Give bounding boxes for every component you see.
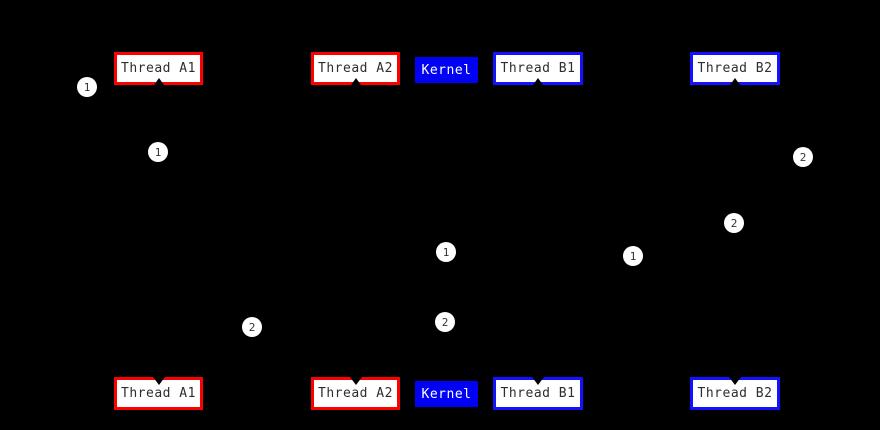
entity-label: Thread A2 [318,61,393,76]
entity-box-bottom-thread-b1: Thread B1 [493,377,583,410]
entity-label: Kernel [421,62,472,78]
entity-label: Thread A1 [121,386,196,401]
lifeline-notch-icon [729,377,741,385]
lifeline-notch-icon [350,78,361,85]
entity-label: Thread B1 [500,61,576,76]
lifeline-notch-icon [152,377,165,385]
entity-label: Thread A1 [121,61,196,76]
step-marker-circle: 2 [793,147,813,167]
entity-box-bottom-thread-b2: Thread B2 [690,377,780,410]
lifeline-notch-icon [153,78,164,85]
entity-box-bottom-kernel: Kernel [415,381,478,407]
entity-box-top-thread-b1: Thread B1 [493,52,583,85]
step-marker-circle: 1 [623,246,643,266]
entity-label: Thread B2 [697,61,773,76]
lifeline-notch-icon [533,78,543,85]
entity-box-top-thread-a2: Thread A2 [311,52,400,85]
entity-label: Kernel [421,386,472,402]
lifeline-notch-icon [730,78,740,85]
step-marker-circle: 2 [242,317,262,337]
entity-box-bottom-thread-a2: Thread A2 [311,377,400,410]
entity-box-top-kernel: Kernel [415,57,478,83]
step-marker-circle: 1 [77,77,97,97]
step-marker-circle: 1 [148,142,168,162]
entity-box-bottom-thread-a1: Thread A1 [114,377,203,410]
entity-label: Thread B1 [500,386,576,401]
entity-box-top-thread-a1: Thread A1 [114,52,203,85]
entity-box-top-thread-b2: Thread B2 [690,52,780,85]
lifeline-notch-icon [349,377,362,385]
entity-label: Thread B2 [697,386,773,401]
step-marker-circle: 2 [435,312,455,332]
lifeline-notch-icon [532,377,544,385]
step-marker-circle: 1 [436,242,456,262]
entity-label: Thread A2 [318,386,393,401]
step-marker-circle: 2 [724,213,744,233]
